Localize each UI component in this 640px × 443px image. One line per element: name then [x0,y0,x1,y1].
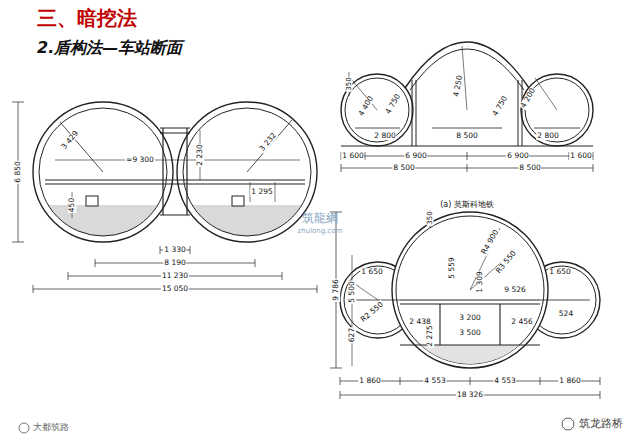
dimension-label: 8 190 [163,259,186,267]
dimension-label: 8 500 [518,164,541,172]
dimension-label: 350 [346,76,353,91]
dimension-label: 1 295 [250,188,273,196]
dimension-label: R2 550 [359,300,386,324]
twin-tube-section [12,102,320,293]
dimension-label: 1 330 [163,246,186,254]
watermark: 大都筑路 [32,423,70,432]
dimension-label: 1 600 [341,152,364,160]
dimension-label: 450 [68,197,76,213]
dimension-label: 1 860 [558,377,581,385]
dimension-label: 8 500 [455,132,478,140]
dimension-label: 3 200 [458,314,481,322]
dimension-label: 5 559 [448,256,456,279]
three-vault-section [341,42,593,172]
dimension-label: 5 500 [348,280,356,303]
dimension-label: 1 650 [548,268,571,276]
logo-mark [562,418,574,430]
dimension-label: 1 309 [476,270,484,293]
dimension-label: 3 429 [60,129,81,152]
subtitle: 2.盾构法—车站断面 [36,40,183,56]
dimension-label: 9 526 [503,286,526,294]
dimension-label: 15 050 [161,285,189,293]
dimension-label: 6 900 [404,152,427,160]
watermark: 筑龙路桥 [578,418,624,429]
dimension-label: 6 850 [14,160,22,183]
dimension-label: 2 275 [426,324,434,347]
dimension-label: 350 [427,210,434,225]
watermark: 筑龍網 [301,212,339,224]
dimension-label: 2 230 [196,143,204,166]
three-circle-section [330,210,600,399]
dimension-label: 627 [348,327,356,343]
dimension-label: ≈9 300 [125,156,155,164]
dimension-label: 4 553 [493,377,516,385]
dimension-label: 4 750 [384,92,402,116]
dimension-label: 11 230 [161,272,189,280]
dimension-label: 2 456 [510,318,533,326]
dimension-label: 2 800 [536,132,559,140]
dimension-label: 524 [558,310,574,318]
dimension-label: 4 750 [491,94,509,118]
dimension-label: 1 600 [569,152,592,160]
dimension-label: 1 650 [360,268,383,276]
watermark: zhulong.com [297,228,344,235]
figure-caption: (a) 莫斯科地铁 [439,201,495,209]
dimension-label: 8 500 [392,164,415,172]
logo-mark [19,423,29,433]
dimension-label: 3 232 [258,131,279,154]
dimension-label: 9 786 [332,278,340,301]
dimension-label: 6 900 [506,152,529,160]
dimension-label: 1 860 [358,377,381,385]
dimension-label: 18 326 [456,391,484,399]
dimension-label: 2 800 [373,132,396,140]
dimension-label: 3 500 [458,329,481,337]
dimension-label: 4 553 [423,377,446,385]
dimension-label: 4 400 [357,94,375,118]
slide-title: 三、暗挖法 [36,8,138,28]
dimension-label: 4 250 [452,74,463,98]
